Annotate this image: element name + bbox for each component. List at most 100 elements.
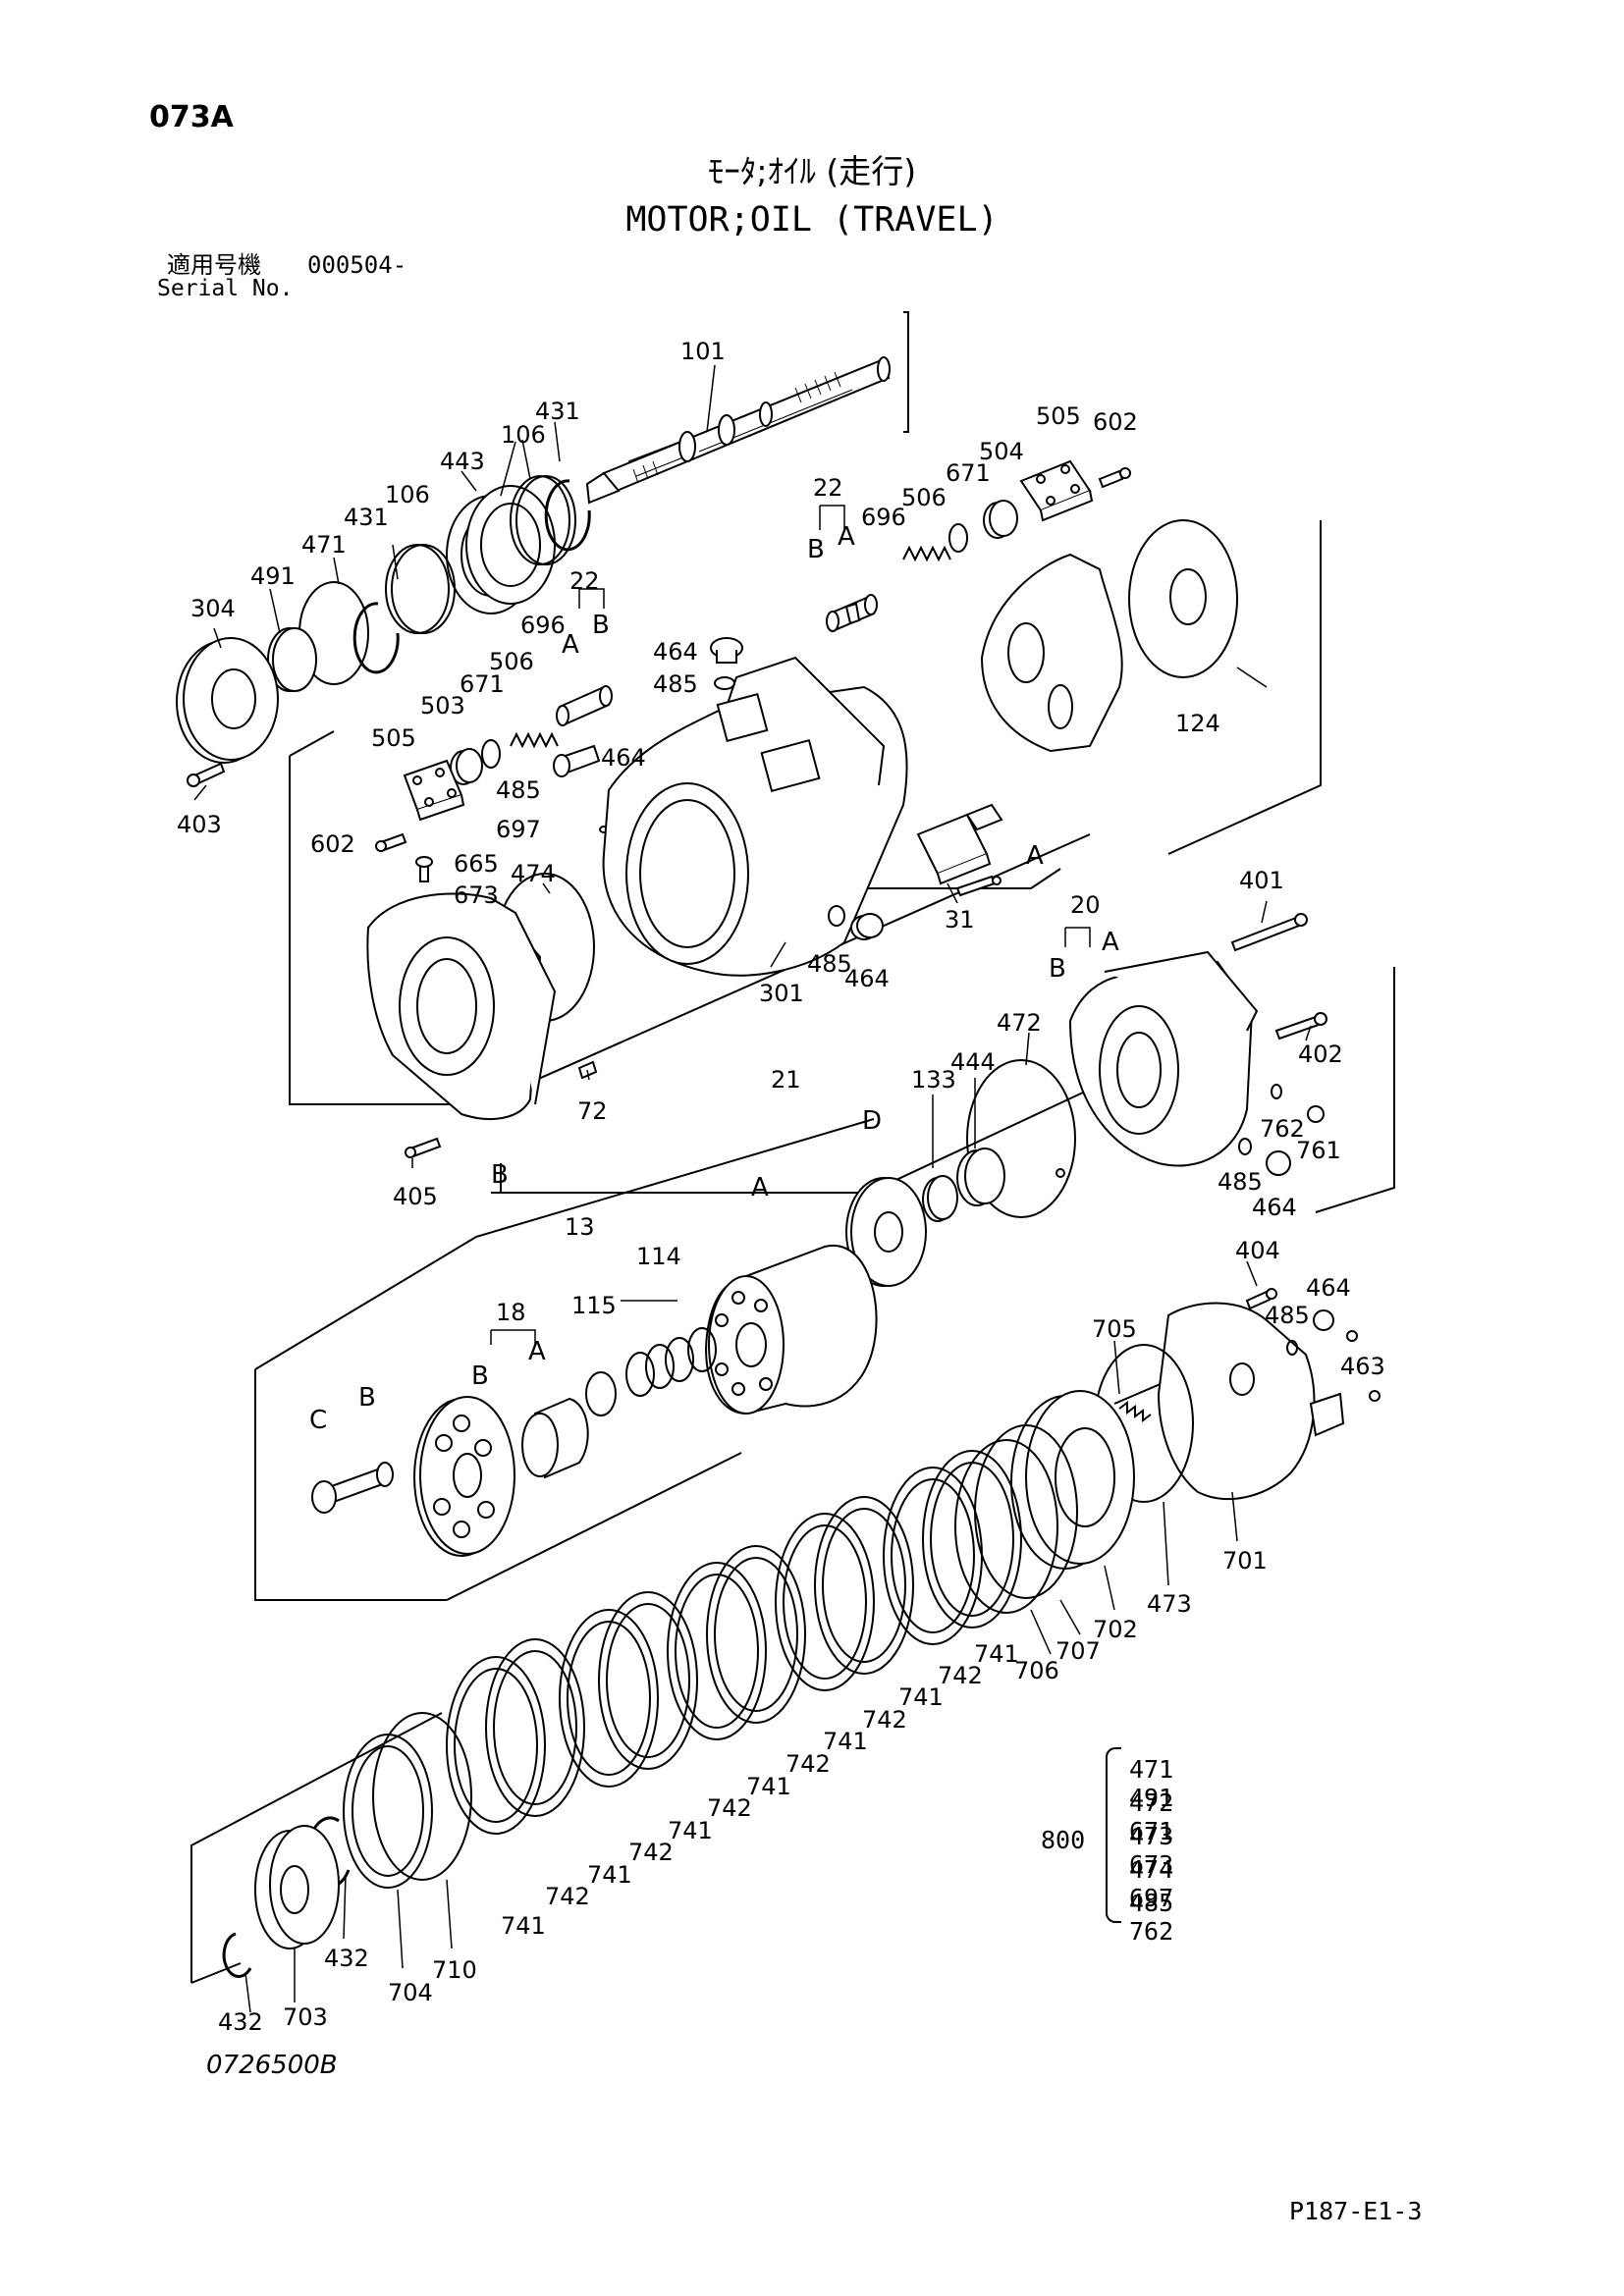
callout-405: 405: [393, 1183, 438, 1210]
callout-671-lower: 671: [460, 670, 505, 698]
ref-letter-a: A: [1102, 928, 1119, 957]
callout-506-lower: 506: [489, 648, 534, 675]
callout-432-upper: 432: [324, 1945, 369, 1972]
callout-443: 443: [440, 448, 485, 475]
bolt-405: [405, 1137, 442, 1158]
group-brackets: [490, 505, 1091, 1345]
swash-plate-cover: [980, 553, 1123, 753]
ref-letter-b: B: [807, 535, 825, 564]
callout-106-lower: 106: [385, 481, 430, 508]
callout-485-housing: 485: [807, 950, 852, 978]
callout-602-upper: 602: [1093, 408, 1138, 436]
ring-706: [954, 1439, 1058, 1614]
callout-474: 474: [511, 860, 556, 887]
callout-742-b: 742: [862, 1706, 907, 1734]
bearing-443: [446, 485, 556, 614]
oring-762: [1271, 1084, 1282, 1099]
valve-plate: [845, 1177, 927, 1287]
callout-18: 18: [496, 1299, 526, 1326]
callout-402: 402: [1298, 1041, 1343, 1068]
oring-485-lower: [1286, 1340, 1298, 1356]
callout-31: 31: [945, 906, 975, 934]
ref-letter-c: C: [309, 1406, 327, 1435]
cover-505-lower: [403, 759, 465, 822]
plug-665: [415, 856, 433, 882]
brake-plate-9: [485, 1638, 585, 1817]
callout-444: 444: [950, 1048, 996, 1076]
callout-464-mid: 464: [601, 744, 646, 772]
brake-piston-702: [1010, 1390, 1135, 1570]
spring-506-upper: [902, 545, 951, 562]
ball-guide-18: [521, 1397, 589, 1479]
kit-row: 485762: [1129, 1889, 1174, 1946]
plate-124: [1128, 519, 1238, 678]
callout-702: 702: [1093, 1616, 1138, 1643]
callout-741-g: 741: [501, 1912, 546, 1940]
brake-plate-6: [667, 1562, 767, 1740]
ref-letter-a: A: [528, 1337, 546, 1366]
bolt-404: [1245, 1288, 1277, 1310]
callout-742-e: 742: [628, 1839, 674, 1866]
cylinder-block: [705, 1244, 878, 1415]
callout-485-mid: 485: [496, 776, 541, 804]
callout-505-lower: 505: [371, 724, 416, 752]
callout-21: 21: [771, 1066, 801, 1094]
ref-letter-b: B: [592, 611, 610, 640]
cover-304: [176, 637, 279, 764]
serial-label-en: Serial No.: [157, 276, 294, 301]
callout-431-upper: 431: [535, 398, 580, 425]
callout-304: 304: [190, 595, 236, 622]
callout-707: 707: [1056, 1637, 1101, 1665]
kit-id: 800: [1041, 1826, 1086, 1854]
callout-13: 13: [565, 1213, 595, 1241]
ref-letter-d: D: [862, 1106, 882, 1136]
bolt-602-lower: [375, 832, 407, 852]
kit-brace: [1106, 1747, 1121, 1923]
oring-671-lower: [481, 739, 501, 769]
retainer-plate: [413, 1396, 515, 1557]
callout-22-upper: 22: [813, 474, 843, 502]
callout-101: 101: [680, 338, 726, 365]
bolt-402: [1274, 1012, 1327, 1041]
callout-673: 673: [454, 881, 499, 909]
cover-505-upper: [1019, 459, 1094, 522]
callout-705: 705: [1092, 1315, 1137, 1343]
ref-letter-a: A: [751, 1173, 769, 1202]
callout-706: 706: [1014, 1657, 1059, 1684]
callout-741-b: 741: [898, 1683, 944, 1711]
callout-491: 491: [250, 562, 296, 590]
reference-letters: A B A B A A B B D A A B B C: [309, 522, 1119, 1435]
callout-741-c: 741: [823, 1728, 868, 1755]
ref-letter-a: A: [562, 630, 579, 660]
brake-plate-2: [883, 1467, 983, 1645]
seal-491: [267, 627, 317, 692]
bolt-401: [1230, 913, 1308, 952]
shaft-splines: [632, 371, 841, 484]
drawing-number: 0726500B: [206, 2051, 338, 2080]
brake-plate-3: [814, 1496, 914, 1675]
brake-plate-4: [775, 1513, 875, 1691]
pin-d: [1056, 1168, 1065, 1178]
callout-464-top: 464: [653, 638, 698, 666]
callout-741-a: 741: [974, 1640, 1019, 1668]
plug-464-mid2: [850, 913, 884, 940]
serial-value: 000504-: [307, 251, 407, 279]
kit-row: 474697: [1129, 1855, 1174, 1912]
callout-504: 504: [979, 438, 1024, 465]
callout-742-c: 742: [785, 1750, 831, 1778]
piston-c: [311, 1462, 394, 1514]
flange-673: [366, 892, 557, 1120]
callout-696-upper: 696: [861, 504, 906, 531]
oring-671-upper: [948, 523, 968, 553]
spool-22-upper: [826, 594, 878, 632]
callout-762: 762: [1260, 1115, 1305, 1143]
kit-row: 472671: [1129, 1789, 1174, 1845]
oring-472: [966, 1059, 1076, 1218]
spring-506-lower: [510, 731, 559, 749]
shaft-101: [585, 356, 891, 505]
kit-row: 473673: [1129, 1822, 1174, 1879]
callout-22-lower: 22: [569, 567, 600, 595]
callout-471: 471: [301, 531, 347, 559]
callout-701: 701: [1222, 1547, 1268, 1575]
